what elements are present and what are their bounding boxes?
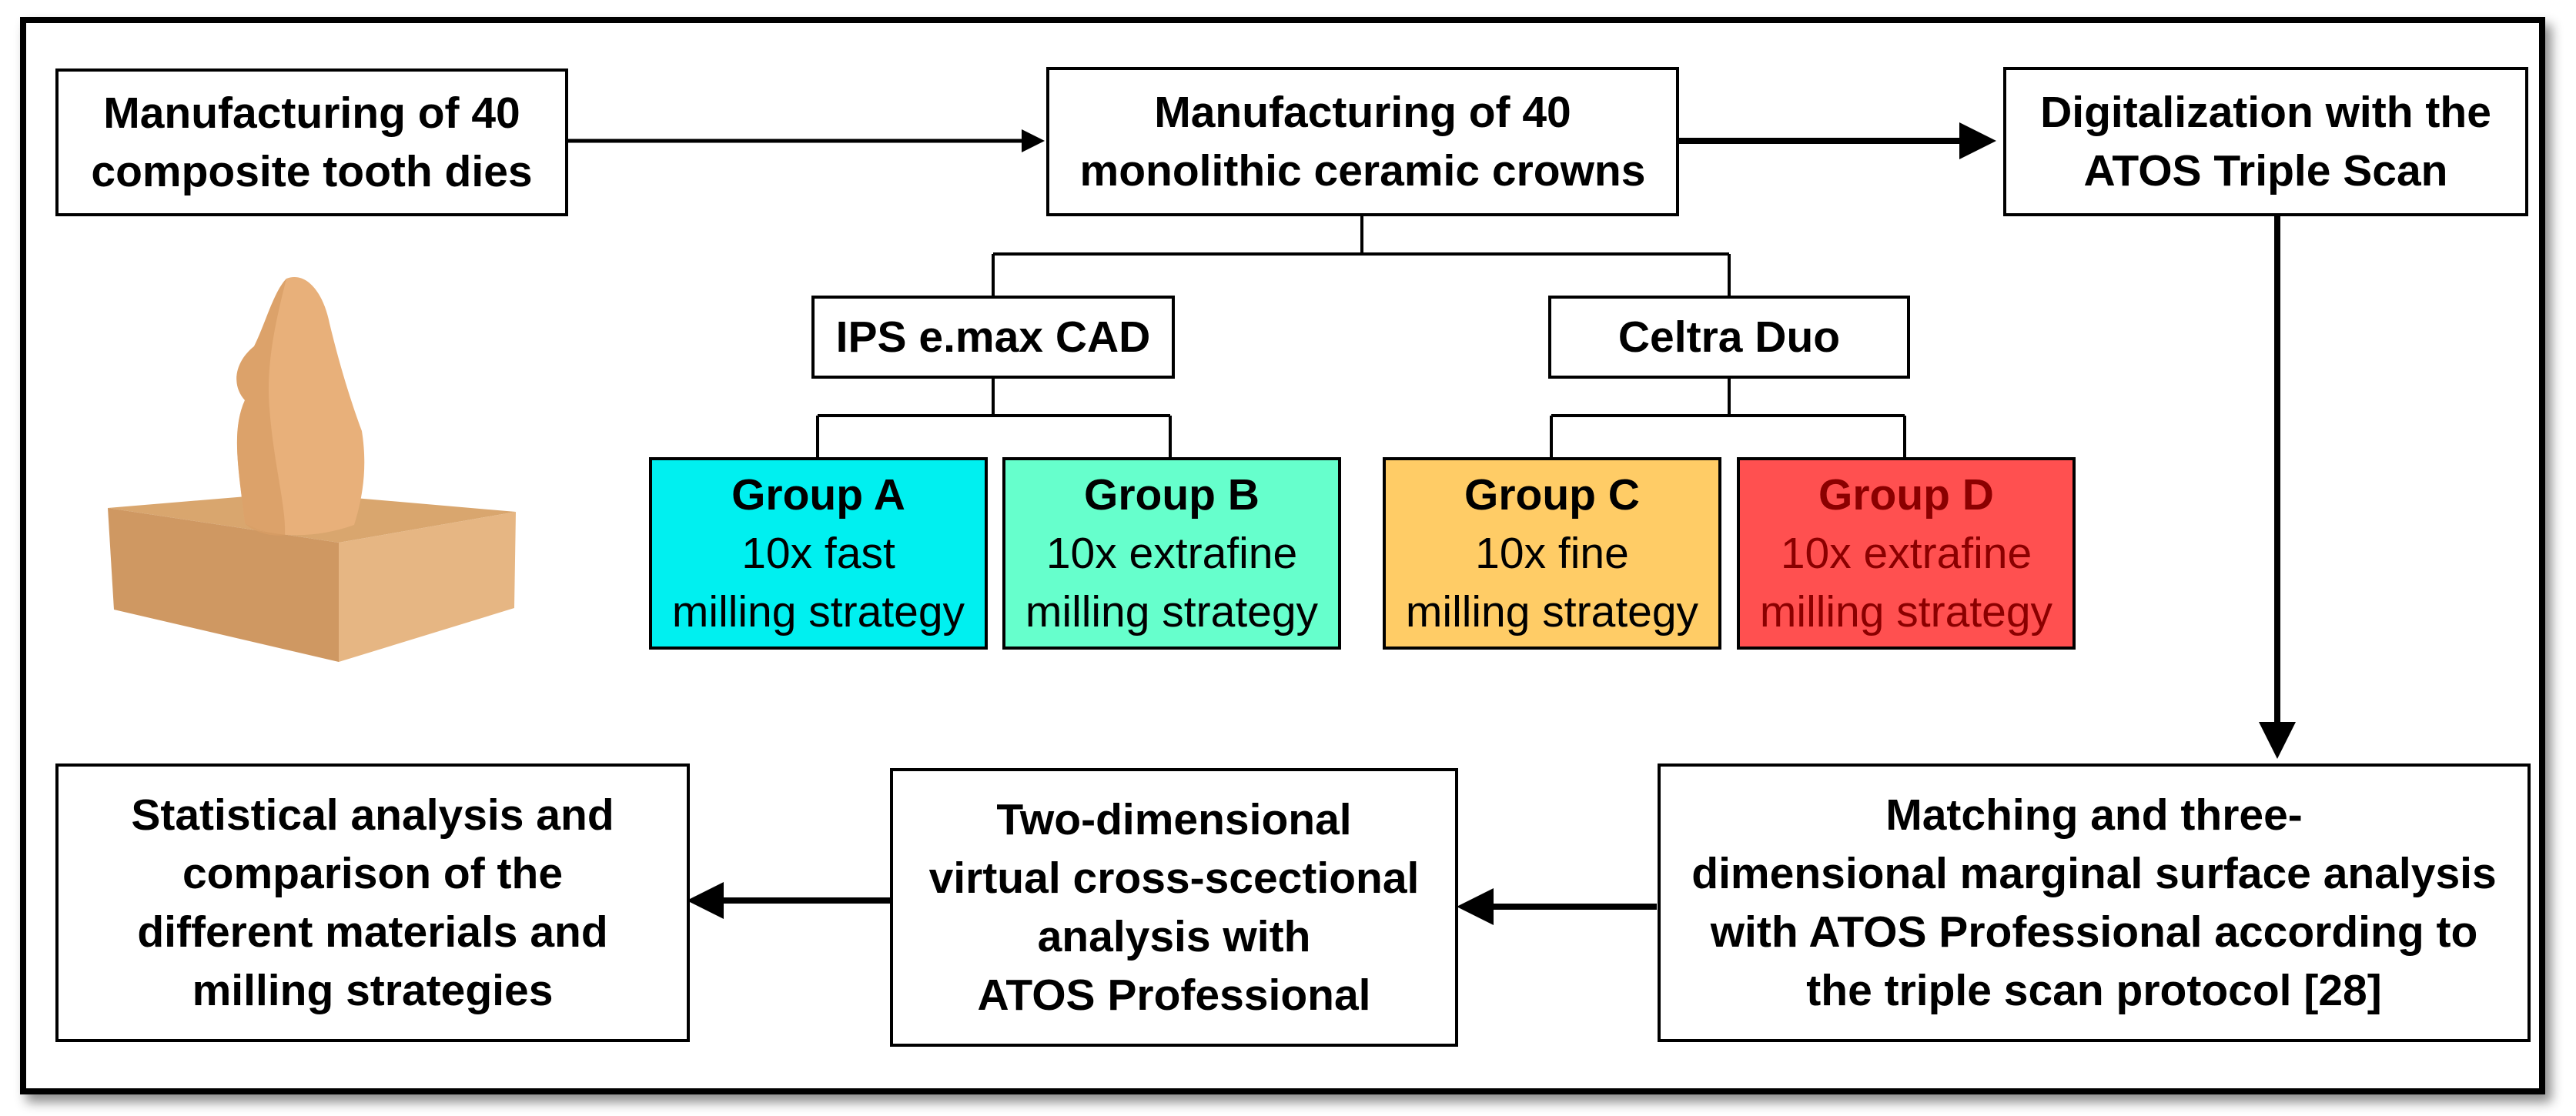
box-statistics: Statistical analysis and comparison of t…: [55, 763, 690, 1042]
box-manufacturing-crowns: Manufacturing of 40 monolithic ceramic c…: [1046, 67, 1679, 216]
material-label: Celtra Duo: [1618, 312, 1841, 362]
box-text-line: ATOS Triple Scan: [2083, 146, 2448, 195]
box-text-line: Digitalization with the: [2040, 88, 2491, 137]
box-text-line: composite tooth dies: [91, 147, 533, 196]
tooth-die-photo: [108, 276, 516, 662]
box-text-line: milling strategies: [192, 966, 554, 1015]
box-text-line: analysis with: [1037, 912, 1311, 961]
group-strategy: milling strategy: [1405, 587, 1699, 637]
group-count: 10x extrafine: [1780, 529, 2032, 578]
box-group-c: Group C 10x fine milling strategy: [1383, 457, 1721, 650]
die-tooth-shade: [236, 279, 286, 536]
die-base-left: [108, 508, 339, 662]
box-text-line: Manufacturing of 40: [1154, 88, 1571, 137]
box-text-line: different materials and: [137, 907, 608, 957]
box-text-line: ATOS Professional: [977, 971, 1371, 1020]
box-cross-section: Two-dimensional virtual cross-scectional…: [890, 768, 1458, 1047]
group-title: Group D: [1818, 470, 1994, 520]
group-strategy: milling strategy: [1025, 587, 1319, 637]
box-text-line: Manufacturing of 40: [103, 89, 520, 138]
group-count: 10x fast: [741, 529, 895, 578]
box-material-celtra: Celtra Duo: [1548, 296, 1910, 379]
figure-frame: [20, 17, 2545, 1094]
tree-celtra-to-groups: [1550, 379, 1906, 457]
tree-emax-to-groups: [816, 379, 1172, 457]
group-count: 10x extrafine: [1045, 529, 1298, 578]
box-digitalization: Digitalization with the ATOS Triple Scan: [2003, 67, 2528, 216]
group-title: Group B: [1084, 470, 1260, 520]
box-text-line: Statistical analysis and: [131, 790, 614, 840]
box-text-line: the triple scan protocol [28]: [1806, 966, 2382, 1015]
box-matching: Matching and three- dimensional marginal…: [1658, 763, 2531, 1042]
box-text-line: dimensional marginal surface analysis: [1691, 849, 2497, 898]
material-label: IPS e.max CAD: [835, 312, 1151, 362]
box-material-emax: IPS e.max CAD: [811, 296, 1175, 379]
box-manufacturing-dies: Manufacturing of 40 composite tooth dies: [55, 68, 568, 216]
box-group-b: Group B 10x extrafine milling strategy: [1002, 457, 1341, 650]
box-text-line: comparison of the: [182, 849, 564, 898]
box-text-line: monolithic ceramic crowns: [1079, 146, 1646, 195]
group-strategy: milling strategy: [671, 587, 965, 637]
box-group-a: Group A 10x fast milling strategy: [649, 457, 988, 650]
box-text-line: Two-dimensional: [996, 795, 1352, 844]
box-group-d: Group D 10x extrafine milling strategy: [1737, 457, 2076, 650]
die-base-right: [339, 512, 516, 662]
group-count: 10x fine: [1475, 529, 1629, 578]
box-text-line: with ATOS Professional according to: [1710, 907, 2478, 957]
box-text-line: Matching and three-: [1885, 790, 2303, 840]
tree-crowns-to-materials: [992, 216, 1731, 296]
group-title: Group C: [1464, 470, 1640, 520]
group-strategy: milling strategy: [1759, 587, 2053, 637]
group-title: Group A: [731, 470, 905, 520]
box-text-line: virtual cross-scectional: [928, 854, 1420, 903]
